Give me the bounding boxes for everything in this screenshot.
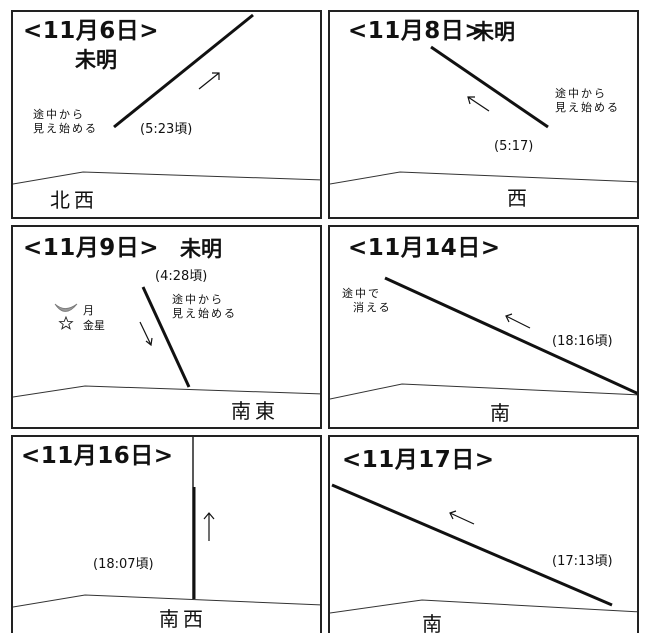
motion-arrow-icon	[198, 72, 220, 90]
satellite-track	[430, 45, 549, 129]
predawn-label: 未明	[180, 237, 222, 261]
time-label: (18:16頃)	[552, 334, 613, 349]
panel-nov-16: <11月16日> (18:07頃) 南西	[11, 435, 322, 633]
time-label: (17:13頃)	[552, 554, 613, 569]
crescent-moon-icon	[54, 303, 78, 312]
panel-nov-8-drawing	[330, 45, 637, 185]
motion-arrow-icon	[505, 313, 531, 329]
predawn-label: 未明	[75, 48, 117, 72]
legend-venus-label: 金星	[83, 319, 105, 332]
appearance-note: 途中から 見え始める	[33, 108, 98, 135]
time-label: (5:17)	[494, 139, 534, 154]
panel-nov-17-drawing	[330, 483, 637, 614]
legend-moon-label: 月	[83, 304, 94, 317]
horizon-line	[13, 385, 320, 398]
panel-nov-6-drawing	[13, 13, 320, 185]
time-label: (18:07頃)	[93, 557, 154, 572]
time-label: (5:23頃)	[140, 122, 193, 137]
motion-arrow-icon	[467, 96, 490, 112]
motion-arrow-icon	[139, 321, 153, 347]
date-title: <11月8日>	[348, 18, 485, 44]
predawn-label: 未明	[473, 20, 515, 44]
panel-nov-9: <11月9日> 未明 (4:28頃) 途中から 見え始める 月 金星 南東	[11, 225, 322, 429]
panel-nov-9-drawing	[13, 286, 320, 398]
date-title: <11月6日>	[23, 18, 160, 44]
date-title: <11月16日>	[21, 443, 174, 469]
direction-label: 南東	[231, 399, 279, 423]
direction-label: 南西	[159, 607, 207, 631]
satellite-track	[113, 13, 254, 129]
horizon-line	[330, 171, 637, 185]
panel-nov-14: <11月14日> 途中で 消える (18:16頃) 南	[328, 225, 639, 429]
panel-nov-16-drawing	[13, 437, 320, 608]
horizon-line	[13, 171, 320, 185]
direction-label: 南	[422, 612, 446, 633]
panel-nov-14-drawing	[330, 276, 637, 400]
date-title: <11月17日>	[342, 447, 495, 473]
date-title: <11月14日>	[348, 235, 501, 261]
appearance-note: 途中から 見え始める	[172, 293, 237, 320]
direction-label: 南	[490, 401, 514, 425]
appearance-note: 途中から 見え始める	[555, 87, 620, 114]
direction-label: 西	[507, 186, 531, 210]
panel-nov-17: <11月17日> (17:13頃) 南	[328, 435, 639, 633]
star-outline-icon	[58, 315, 74, 330]
direction-label: 北西	[50, 188, 98, 212]
satellite-track	[331, 483, 613, 607]
panel-nov-8: <11月8日> 未明 途中から 見え始める (5:17) 西	[328, 10, 639, 219]
date-title: <11月9日>	[23, 235, 160, 261]
horizon-line	[330, 599, 637, 614]
horizon-line	[13, 594, 320, 608]
satellite-track	[384, 276, 637, 395]
panel-nov-6: <11月6日> 未明 途中から 見え始める (5:23頃) 北西	[11, 10, 322, 219]
motion-arrow-icon	[449, 510, 475, 525]
satellite-track	[141, 286, 191, 388]
motion-arrow-icon	[203, 512, 215, 541]
horizon-line	[330, 383, 637, 400]
disappearance-note: 途中で 消える	[342, 287, 392, 314]
time-label: (4:28頃)	[155, 269, 208, 284]
